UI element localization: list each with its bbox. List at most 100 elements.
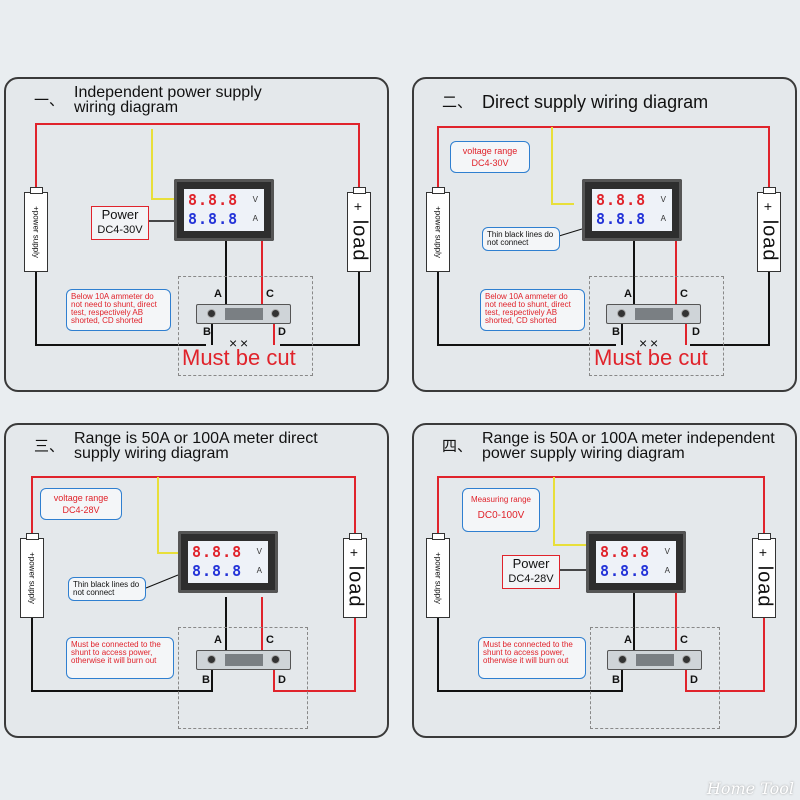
load-label: load — [753, 565, 776, 608]
load-block: + load — [752, 533, 776, 618]
title-line-2: supply wiring diagram — [74, 445, 229, 462]
title-line-1: Range is 50A or 100A meter direct — [74, 430, 318, 447]
wiring-lines — [437, 126, 770, 346]
shunt-zone — [589, 276, 724, 376]
shunt-zone — [178, 276, 313, 376]
load-label: load — [348, 219, 371, 262]
volt-readout: 8.8.8 — [596, 191, 647, 209]
panel-direct-supply: 二、 Direct supply wiring diagram +power s… — [412, 77, 797, 392]
title-line-2: power supply wiring diagram — [482, 445, 685, 462]
power-label: Power — [512, 556, 550, 571]
panel-50a-100a-independent: 四、 Range is 50A or 100A meter independen… — [412, 423, 797, 738]
volt-amp-meter: 8.8.8 V 8.8.8 A — [586, 531, 686, 593]
meter-display: 8.8.8 V 8.8.8 A — [596, 541, 676, 583]
load-plus: + — [760, 202, 777, 212]
terminal-c: C — [266, 634, 274, 646]
power-range-box: Power DC4-28V — [502, 555, 560, 589]
measuring-range-callout: Measuring range DC0-100V — [462, 488, 540, 532]
panel-title: 三、 Range is 50A or 100A meter direct sup… — [34, 430, 374, 462]
load-plus: + — [350, 202, 367, 212]
terminal-b: B — [203, 326, 211, 338]
load-label: load — [758, 219, 781, 262]
load-block: +load — [343, 533, 367, 618]
title-line-1: Direct supply wiring diagram — [482, 92, 709, 112]
volt-readout: 8.8.8 — [188, 191, 239, 209]
terminal-a: A — [214, 288, 222, 300]
power-supply-label: +power supply — [433, 552, 443, 604]
volt-amp-meter: 8.8.8 V 8.8.8 A — [178, 531, 278, 593]
amp-readout: 8.8.8 — [600, 562, 651, 580]
power-label: Power — [101, 207, 139, 222]
thin-black-lines-callout: Thin black lines do not connect — [68, 577, 146, 601]
wiring-lines — [31, 476, 356, 692]
shunt-zone — [178, 627, 308, 729]
volt-readout: 8.8.8 — [600, 543, 651, 561]
amp-unit: A — [256, 566, 262, 575]
power-supply-label: +power supply — [433, 206, 443, 258]
volt-unit: V — [256, 547, 262, 556]
load-plus: + — [755, 548, 772, 558]
volt-amp-meter: 8.8.8 V 8.8.8 A — [174, 179, 274, 241]
watermark: Home Tool — [706, 779, 794, 798]
terminal-b: B — [202, 674, 210, 686]
power-supply-block: +power supply — [24, 187, 48, 272]
power-range-box: Power DC4-30V — [91, 206, 149, 240]
terminal-c: C — [266, 288, 274, 300]
panel-number: 一、 — [34, 92, 65, 109]
title-line-1: Range is 50A or 100A meter independent — [482, 430, 775, 447]
panel-number: 三、 — [34, 438, 65, 455]
amp-readout: 8.8.8 — [596, 210, 647, 228]
volt-readout: 8.8.8 — [192, 543, 243, 561]
title-line-1: Independent power supply — [74, 84, 262, 101]
volt-unit: V — [252, 195, 258, 204]
load-label: load — [344, 565, 367, 608]
terminal-d: D — [692, 326, 700, 338]
note-callout: Below 10A ammeter do not need to shunt, … — [66, 289, 171, 331]
shunt-resistor — [196, 304, 291, 324]
terminal-a: A — [214, 634, 222, 646]
panel-independent-supply: 一、 Independent power supply wiring diagr… — [4, 77, 389, 392]
volt-amp-meter: 8.8.8 V 8.8.8 A — [582, 179, 682, 241]
cut-mark-right: × — [240, 335, 249, 351]
wiring-lines — [437, 476, 765, 692]
terminal-a: A — [624, 634, 632, 646]
terminal-b: B — [612, 674, 620, 686]
shunt-resistor — [196, 650, 291, 670]
power-range: DC4-30V — [97, 224, 143, 236]
shunt-zone — [590, 627, 720, 729]
power-supply-block: +power supply — [426, 533, 450, 618]
measuring-range-value: DC0-100V — [477, 510, 525, 521]
meter-display: 8.8.8 V 8.8.8 A — [188, 541, 268, 583]
panel-title: 二、 Direct supply wiring diagram — [442, 92, 782, 112]
terminal-b: B — [612, 326, 620, 338]
terminal-d: D — [690, 674, 698, 686]
amp-unit: A — [660, 214, 666, 223]
panel-title: 一、 Independent power supply wiring diagr… — [34, 84, 374, 116]
note-callout: Below 10A ammeter do not need to shunt, … — [480, 289, 585, 331]
terminal-c: C — [680, 634, 688, 646]
voltage-range-callout: voltage range DC4-28V — [40, 488, 122, 520]
power-supply-block: +power supply — [426, 187, 450, 272]
must-be-cut-label: Must be cut — [182, 345, 296, 370]
terminal-d: D — [278, 326, 286, 338]
meter-display: 8.8.8 V 8.8.8 A — [592, 189, 672, 231]
terminal-d: D — [278, 674, 286, 686]
panel-title: 四、 Range is 50A or 100A meter independen… — [442, 430, 782, 462]
load-block: + load — [347, 187, 371, 272]
measuring-range-label: Measuring range — [470, 495, 532, 504]
voltage-range-callout: voltage range DC4-30V — [450, 141, 530, 173]
shunt-resistor — [606, 304, 701, 324]
cut-mark-left: × — [229, 335, 238, 351]
shunt-resistor — [607, 650, 702, 670]
volt-unit: V — [660, 195, 666, 204]
thin-black-lines-callout: Thin black lines do not connect — [482, 227, 560, 251]
amp-readout: 8.8.8 — [192, 562, 243, 580]
terminal-c: C — [680, 288, 688, 300]
wiring-lines — [35, 123, 360, 346]
load-block: + load — [757, 187, 781, 272]
voltage-range-value: DC4-28V — [62, 505, 100, 515]
note-callout: Must be connected to the shunt to access… — [66, 637, 174, 679]
panel-50a-100a-direct: 三、 Range is 50A or 100A meter direct sup… — [4, 423, 389, 738]
panel-number: 二、 — [442, 94, 473, 111]
volt-unit: V — [664, 547, 670, 556]
